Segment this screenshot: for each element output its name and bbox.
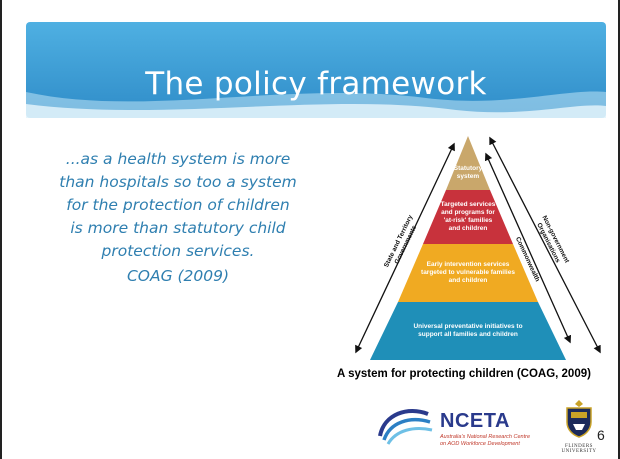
flinders-name: FLINDERS UNIVERSITY bbox=[561, 444, 597, 454]
slide-title: The policy framework bbox=[145, 66, 487, 102]
nceta-name: NCETA bbox=[440, 410, 510, 432]
flinders-crest-icon bbox=[566, 400, 592, 438]
nceta-swirl-icon bbox=[378, 409, 433, 445]
slide-number: 6 bbox=[597, 427, 605, 443]
banner-background bbox=[26, 22, 606, 118]
quote-citation: COAG (2009) bbox=[126, 267, 230, 285]
tier-statutory bbox=[446, 136, 490, 190]
diagram-caption: A system for protecting children (COAG, … bbox=[337, 368, 591, 380]
nceta-tagline-line2: on AOD Workforce Development bbox=[440, 441, 520, 447]
quote-text: ...as a health system is more than hospi… bbox=[59, 150, 297, 260]
nceta-tagline-line1: Australia's National Research Centre bbox=[440, 434, 531, 440]
ngo-arrow bbox=[489, 136, 601, 354]
title-banner: The policy framework bbox=[26, 22, 606, 118]
state-territory-arrow bbox=[355, 142, 455, 354]
quote-block: ...as a health system is more than hospi… bbox=[58, 148, 298, 288]
ngo-label: Non-governmentOrganisations bbox=[533, 215, 570, 269]
flinders-logo: FLINDERS UNIVERSITY bbox=[558, 398, 600, 456]
nceta-logo: NCETA Australia's National Research Cent… bbox=[374, 404, 534, 452]
nceta-tagline: Australia's National Research Centre on … bbox=[440, 434, 530, 448]
